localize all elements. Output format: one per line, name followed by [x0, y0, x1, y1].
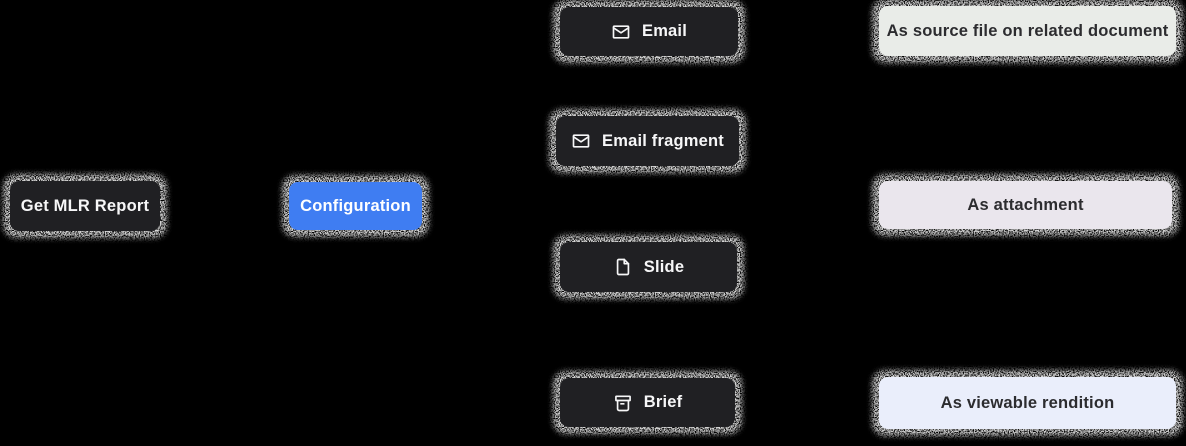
node-body[interactable]: As source file on related document — [879, 6, 1176, 56]
envelope-icon — [571, 131, 591, 151]
node-label: As viewable rendition — [940, 393, 1115, 412]
node-brief[interactable]: Brief — [553, 371, 742, 434]
node-body[interactable]: Slide — [560, 242, 737, 292]
file-icon — [613, 257, 633, 277]
node-email-fragment[interactable]: Email fragment — [549, 109, 746, 173]
node-label: As source file on related document — [886, 21, 1169, 40]
node-as-source-file-on-related-document[interactable]: As source file on related document — [872, 0, 1183, 63]
node-slide[interactable]: Slide — [553, 235, 744, 299]
node-label: As attachment — [967, 195, 1084, 214]
node-body[interactable]: Get MLR Report — [10, 181, 160, 231]
node-label: Configuration — [300, 196, 411, 215]
archive-icon — [613, 393, 633, 413]
node-get-mlr-report[interactable]: Get MLR Report — [3, 174, 167, 238]
node-body[interactable]: As viewable rendition — [879, 377, 1176, 429]
node-configuration[interactable]: Configuration — [282, 175, 429, 237]
node-email[interactable]: Email — [553, 0, 745, 63]
node-body[interactable]: Email fragment — [556, 116, 739, 166]
node-label: Brief — [643, 393, 683, 411]
node-label: Email — [641, 22, 688, 40]
node-label: Get MLR Report — [20, 196, 150, 215]
node-label: Slide — [643, 257, 685, 276]
node-as-attachment[interactable]: As attachment — [872, 174, 1179, 236]
node-body[interactable]: As attachment — [879, 181, 1172, 229]
node-body[interactable]: Brief — [560, 378, 735, 427]
node-label: Email fragment — [602, 131, 724, 150]
node-as-viewable-rendition[interactable]: As viewable rendition — [872, 370, 1183, 436]
node-body[interactable]: Configuration — [289, 182, 422, 230]
envelope-icon — [611, 22, 631, 42]
node-body[interactable]: Email — [560, 7, 738, 56]
